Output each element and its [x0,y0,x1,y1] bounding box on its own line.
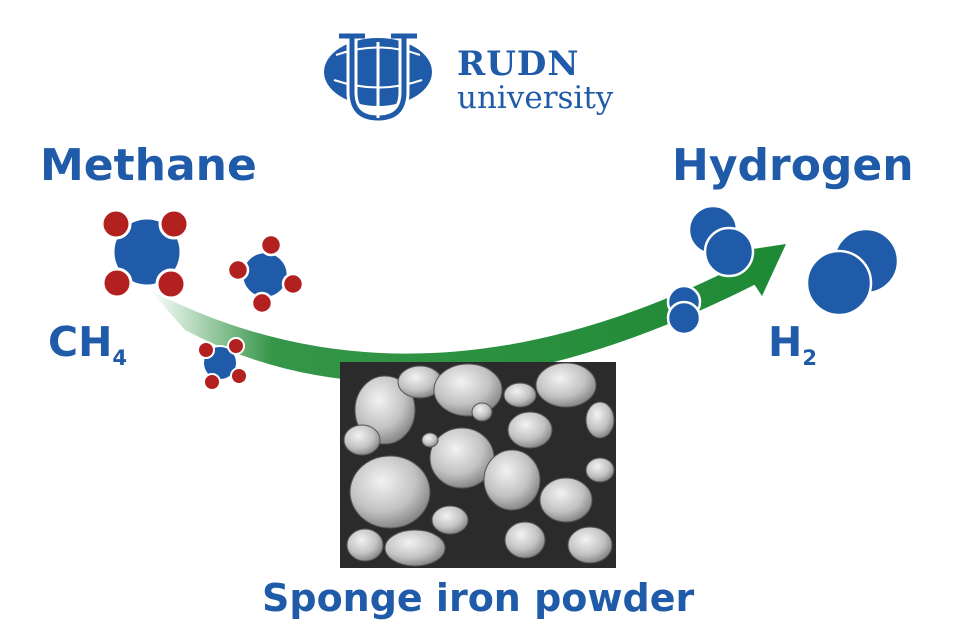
product-formula-subscript: 2 [802,346,817,371]
product-label: Hydrogen [672,140,914,191]
product-formula-main: H [768,318,803,366]
hydrogen-molecule-2 [666,284,702,336]
logo-subtitle: university [457,80,614,116]
hydrogen-molecule-1 [687,204,755,278]
methane-molecule-medium [226,233,305,315]
methane-molecule-small [197,337,248,391]
logo-name: RUDN [457,44,580,84]
product-formula: H2 [768,318,817,370]
rudn-emblem [324,33,432,124]
reactant-formula: CH4 [48,318,127,370]
rudn-logo: RUDN university [322,28,642,128]
catalyst-label: Sponge iron powder [262,576,695,620]
reactant-formula-main: CH [48,318,113,366]
reactant-label: Methane [40,140,257,191]
sponge-iron-micrograph [340,362,616,568]
hydrogen-molecule-3 [805,227,900,317]
methane-molecule-large [100,208,190,300]
reactant-formula-subscript: 4 [112,346,128,371]
